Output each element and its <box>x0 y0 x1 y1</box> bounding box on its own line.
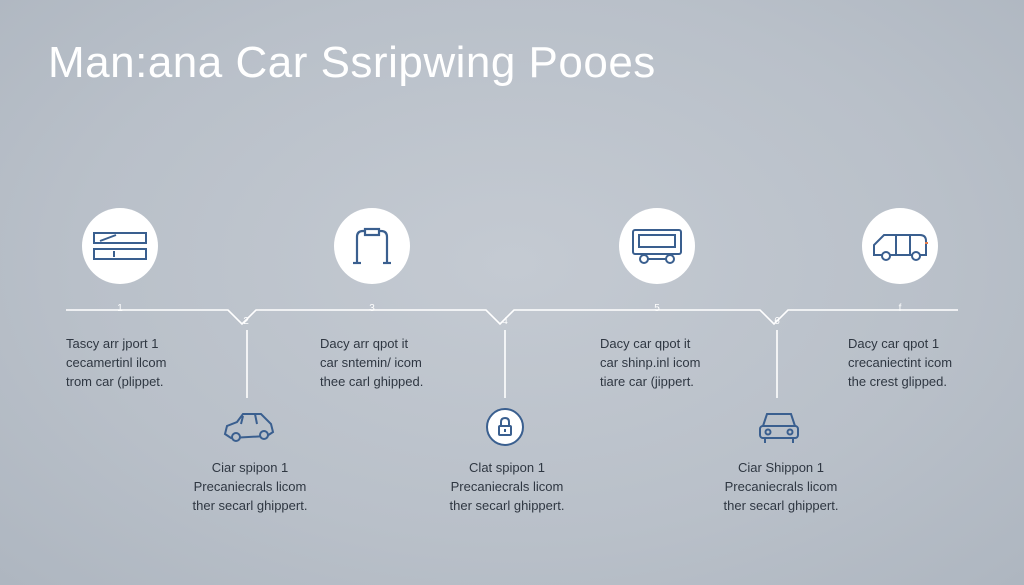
step-description-bottom-3: Ciar Shippon 1 Precaniecrals licom ther … <box>723 460 839 513</box>
step-description-top-3: Dacy car qpot it car shinp.inl icom tiar… <box>600 336 701 389</box>
step-description-bottom-2: Clat spipon 1 Precaniecrals licom ther s… <box>449 460 565 513</box>
truck-icon <box>619 208 695 284</box>
step-number-7: f <box>898 303 902 314</box>
step-number-6: 6 <box>774 316 780 327</box>
step-number-4: 4 <box>502 316 508 327</box>
step-description-top-4: Dacy car qpot 1 crecaniectint icom the c… <box>848 336 953 389</box>
step-number-1: 1 <box>117 303 123 314</box>
page-title: Man:ana Car Ssripwing Pooes <box>48 38 656 87</box>
step-number-5: 5 <box>654 303 660 314</box>
step-number-3: 3 <box>369 303 375 314</box>
step-description-bottom-1: Ciar spipon 1 Precaniecrals licom ther s… <box>192 460 308 513</box>
car-icon <box>221 410 277 444</box>
car-front-icon <box>757 408 801 446</box>
step-description-top-2: Dacy arr qpot it car sntemin/ icom thee … <box>320 336 424 389</box>
lock-icon <box>486 408 524 446</box>
step-description-top-1: Tascy arr jport 1 cecamertinl ilcom trom… <box>66 336 167 389</box>
ramp-icon <box>82 208 158 284</box>
gate-icon <box>334 208 410 284</box>
step-number-2: 2 <box>243 316 249 327</box>
van-icon <box>862 208 938 284</box>
